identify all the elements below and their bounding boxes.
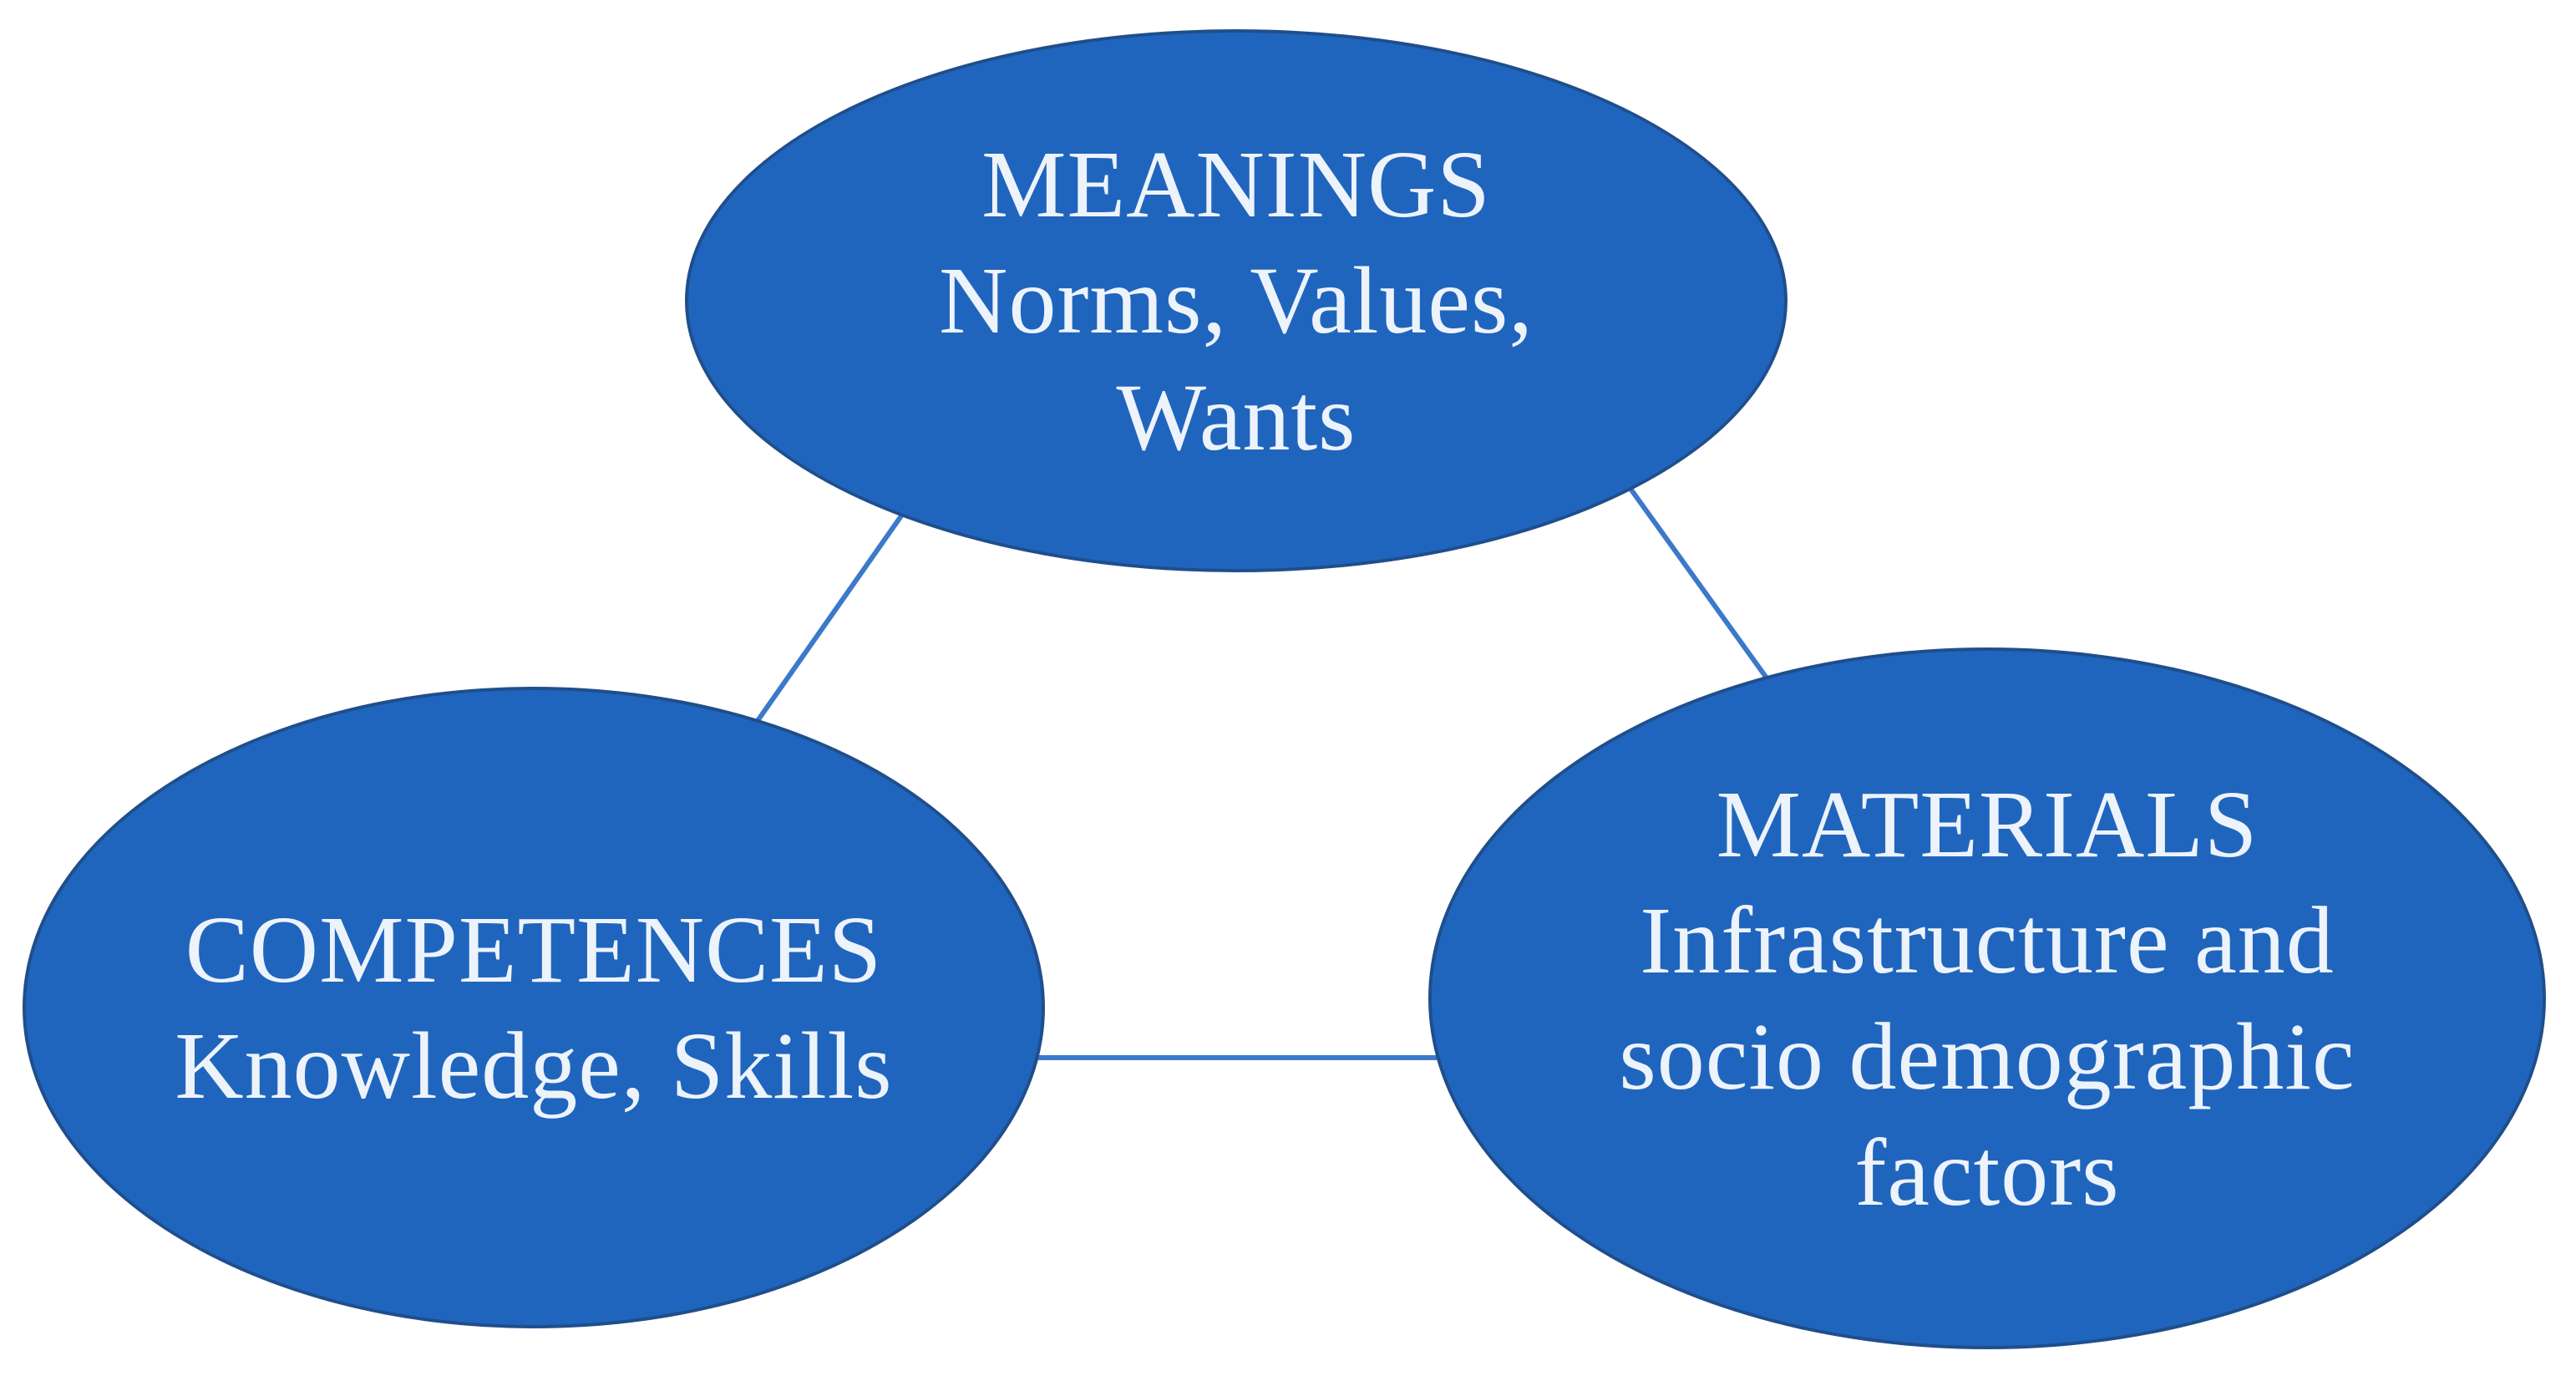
node-competences-title: COMPETENCES xyxy=(185,896,883,1003)
node-materials-line-3: factors xyxy=(1854,1120,2120,1226)
connector-meanings-materials xyxy=(1605,454,1792,711)
node-meanings-title: MEANINGS xyxy=(981,131,1491,238)
node-materials-line-2: socio demographic xyxy=(1619,1003,2355,1109)
node-meanings-line-2: Wants xyxy=(1116,363,1356,470)
node-materials-title: MATERIALS xyxy=(1716,770,2259,877)
node-materials: MATERIALS Infrastructure and socio demog… xyxy=(1428,647,2546,1349)
connector-meanings-competences xyxy=(731,482,926,757)
node-competences-line-1: Knowledge, Skills xyxy=(175,1013,893,1119)
node-competences: COMPETENCES Knowledge, Skills xyxy=(23,687,1045,1328)
node-materials-line-1: Infrastructure and xyxy=(1640,886,2335,993)
node-meanings-line-1: Norms, Values, xyxy=(939,247,1534,354)
node-meanings: MEANINGS Norms, Values, Wants xyxy=(685,29,1787,572)
